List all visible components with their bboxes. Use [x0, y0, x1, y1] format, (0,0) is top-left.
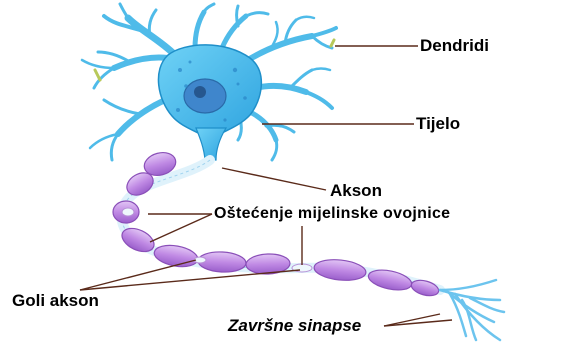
label-axon: Akson [330, 182, 382, 199]
label-terminal-synapses: Završne sinapse [228, 317, 361, 334]
leader-axon [222, 168, 326, 190]
label-myelin-damage: Oštećenje mijelinske ovojnice [214, 206, 450, 222]
leader-bare-2 [80, 270, 300, 290]
nucleolus [194, 86, 206, 98]
myelin-sheath [113, 149, 440, 298]
axon-terminals [440, 280, 504, 340]
label-dendrites: Dendridi [420, 37, 489, 54]
leader-myelin-2 [150, 214, 212, 242]
leader-synapses-2 [384, 320, 452, 326]
axon [113, 149, 440, 298]
nucleus [184, 79, 226, 113]
leader-bare-1 [80, 260, 196, 290]
label-bare-axon: Goli akson [12, 292, 99, 309]
label-cell-body: Tijelo [416, 115, 460, 132]
cell-body [158, 45, 261, 160]
